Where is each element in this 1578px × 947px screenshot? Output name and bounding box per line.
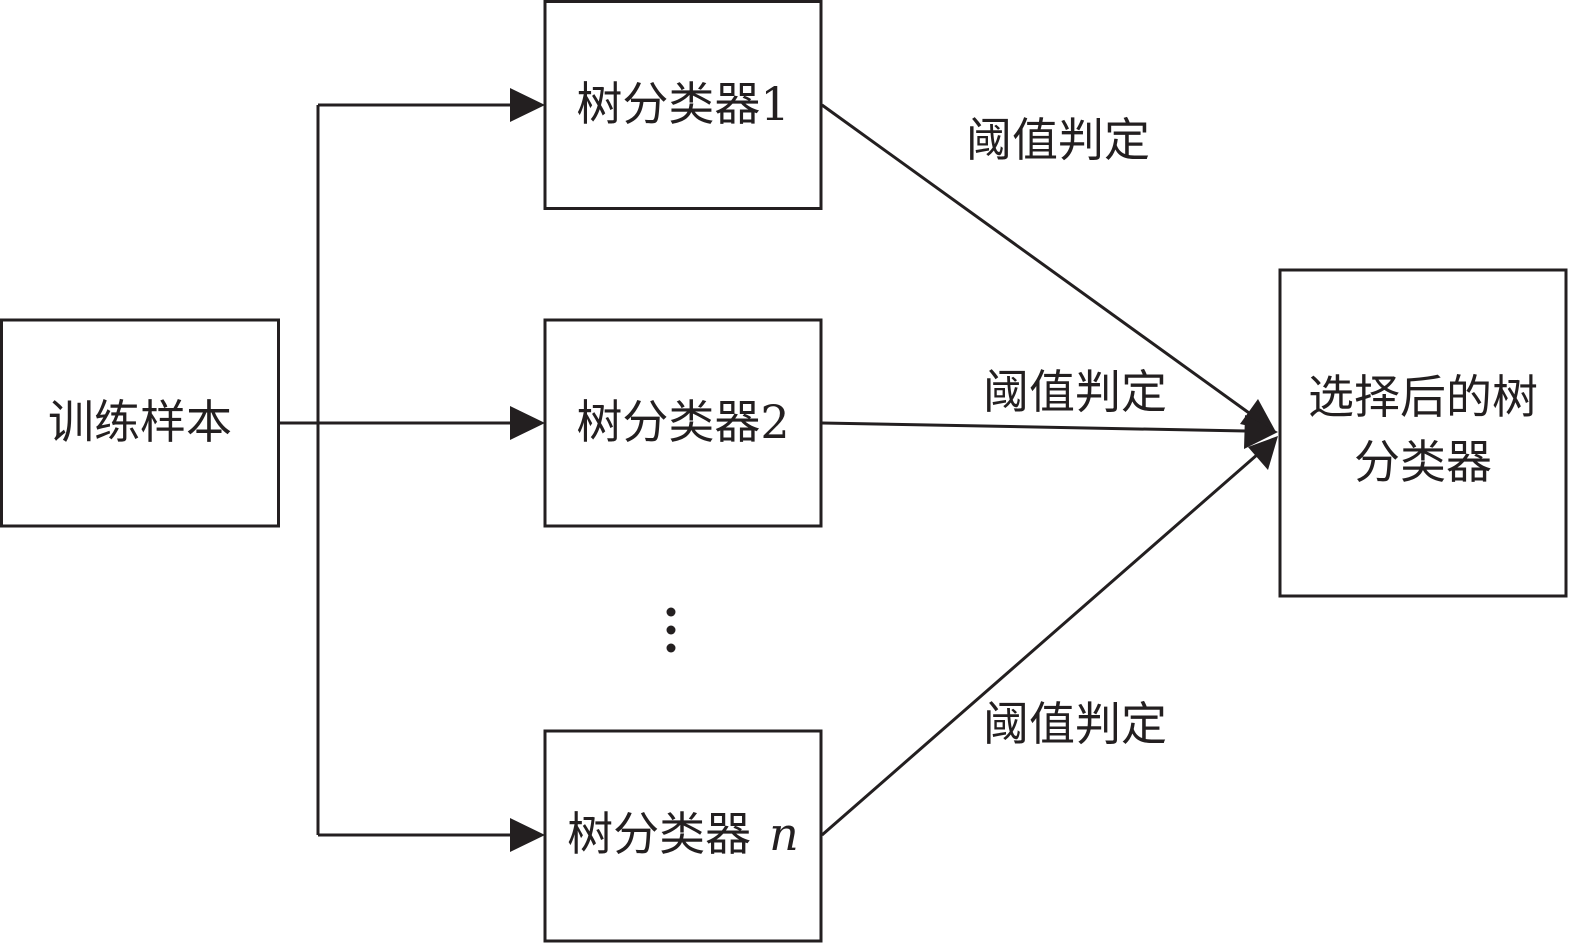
classifier-n-label: 树分类器 n [567, 807, 799, 861]
output-box [1278, 268, 1568, 598]
edge-classifier-n-to-output [821, 452, 1259, 837]
classifier-1-box [543, 0, 823, 210]
threshold-label-2: 阈值判定 [983, 365, 1167, 419]
arrowhead-classifier-1 [510, 88, 545, 122]
classifier-2-box [543, 318, 823, 528]
output-label-line1: 选择后的树 [1308, 370, 1538, 424]
classifier-2-index: 2 [760, 395, 789, 449]
edge-classifier-2-to-output [821, 421, 1247, 433]
threshold-label-n: 阈值判定 [983, 697, 1167, 751]
classifier-1-index: 1 [760, 77, 789, 131]
classifier-n-index: n [769, 807, 799, 861]
arrowhead-classifier-n [510, 818, 545, 852]
threshold-label-1: 阈值判定 [966, 113, 1150, 167]
output-label-line2: 分类器 [1354, 435, 1492, 489]
classifier-n-box [543, 729, 823, 943]
arrowhead-classifier-2 [510, 406, 545, 440]
edge-classifier-1-to-output [821, 103, 1257, 420]
classifier-2-name: 树分类器 [576, 395, 760, 449]
vertical-ellipsis-icon [666, 607, 676, 653]
input-box [0, 318, 280, 528]
input-label: 训练样本 [48, 395, 232, 449]
classifier-2-label: 树分类器2 [576, 395, 789, 449]
classifier-n-name: 树分类器 [567, 807, 751, 861]
classifier-1-name: 树分类器 [576, 77, 760, 131]
arrowhead-output-from-2 [1244, 415, 1278, 449]
classifier-1-label: 树分类器1 [576, 77, 789, 131]
arrowhead-output-from-n [1248, 436, 1278, 470]
